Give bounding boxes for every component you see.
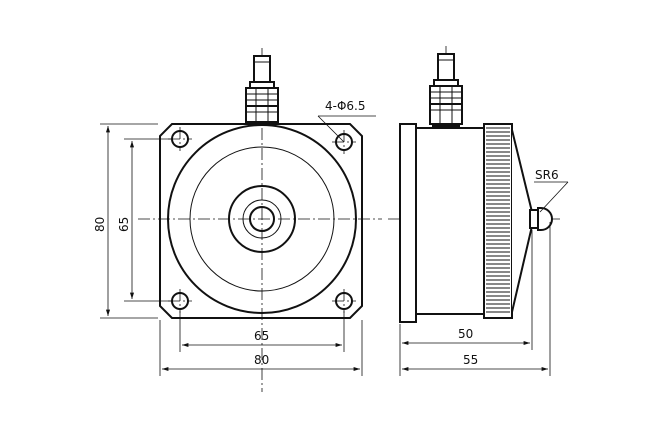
mounting-hole-bottom-right	[332, 289, 356, 313]
dimension-length-total: 55	[402, 222, 551, 376]
side-view: SR6 50 55	[388, 46, 569, 376]
load-button-mid-circle	[242, 199, 282, 239]
radius-callout-label: SR6	[535, 168, 559, 182]
dimension-height-outer-label: 80	[93, 217, 107, 232]
hole-callout-label: 4-Φ6.5	[325, 99, 366, 113]
dimension-width-holes-label: 65	[254, 329, 269, 343]
side-cable-connector	[429, 53, 463, 127]
dimension-height-holes-label: 65	[117, 217, 131, 232]
hole-callout: 4-Φ6.5	[317, 99, 376, 143]
flange-plate-outline	[159, 123, 363, 319]
dimension-width-holes: 65	[179, 311, 345, 352]
radius-callout: SR6	[534, 168, 569, 213]
side-flange-plate	[399, 123, 417, 323]
body-inner-circle	[189, 146, 335, 292]
dimension-length-body: 50	[399, 230, 533, 376]
dimension-length-total-label: 55	[463, 353, 478, 367]
front-view: 4-Φ6.5 80 65 65 80	[93, 48, 382, 392]
load-button-outer-circle	[228, 185, 296, 253]
dimension-width-outer-label: 80	[254, 353, 269, 367]
dimension-length-body-label: 50	[458, 327, 473, 341]
side-body-cylinder	[415, 127, 485, 315]
dimension-width-outer: 80	[159, 320, 363, 376]
load-button-inner-circle	[249, 206, 275, 232]
front-cable-connector	[245, 55, 279, 125]
dimension-height-holes: 65	[117, 138, 172, 302]
dimension-height-outer: 80	[93, 123, 158, 319]
side-knurled-ring	[483, 123, 513, 319]
